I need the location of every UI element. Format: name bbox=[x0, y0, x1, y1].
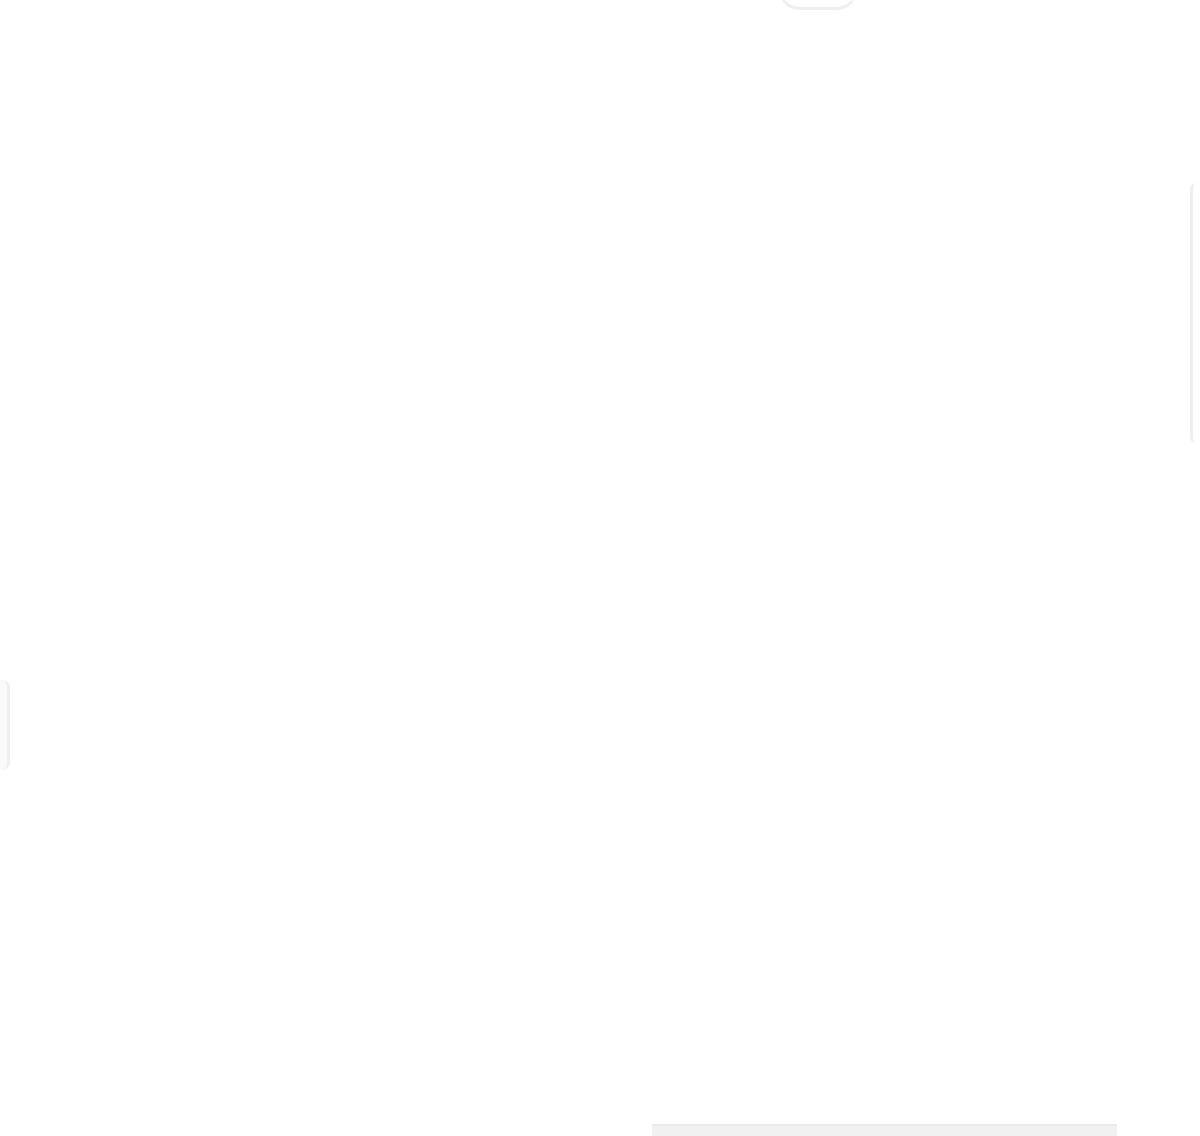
top-tab-edge bbox=[778, 0, 858, 10]
left-panel-edge bbox=[0, 680, 10, 770]
right-panel-edge bbox=[1190, 183, 1200, 443]
bottom-scrollbar-strip[interactable] bbox=[652, 1124, 1117, 1136]
